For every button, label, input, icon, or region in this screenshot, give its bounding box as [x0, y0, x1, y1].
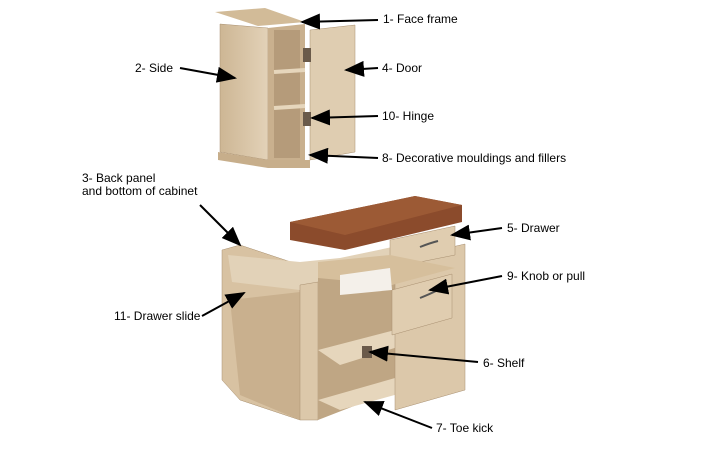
label-toe-kick: 7- Toe kick — [436, 421, 494, 435]
label-shelf: 6- Shelf — [483, 356, 525, 370]
label-face-frame: 1- Face frame — [383, 12, 458, 26]
label-side: 2- Side — [135, 61, 174, 75]
wall-cabinet — [215, 8, 356, 168]
label-knob: 9- Knob or pull — [507, 269, 586, 283]
arrows — [179, 13, 503, 429]
label-drawer-slide: 11- Drawer slide — [114, 309, 201, 323]
base-cabinet — [221, 196, 466, 421]
label-drawer: 5- Drawer — [507, 221, 560, 235]
label-back-panel-line1: 3- Back panel — [82, 171, 156, 185]
label-back-panel-line2: and bottom of cabinet — [82, 184, 198, 198]
label-door: 4- Door — [382, 61, 423, 75]
label-hinge: 10- Hinge — [382, 109, 435, 123]
label-mouldings: 8- Decorative mouldings and fillers — [382, 151, 567, 165]
